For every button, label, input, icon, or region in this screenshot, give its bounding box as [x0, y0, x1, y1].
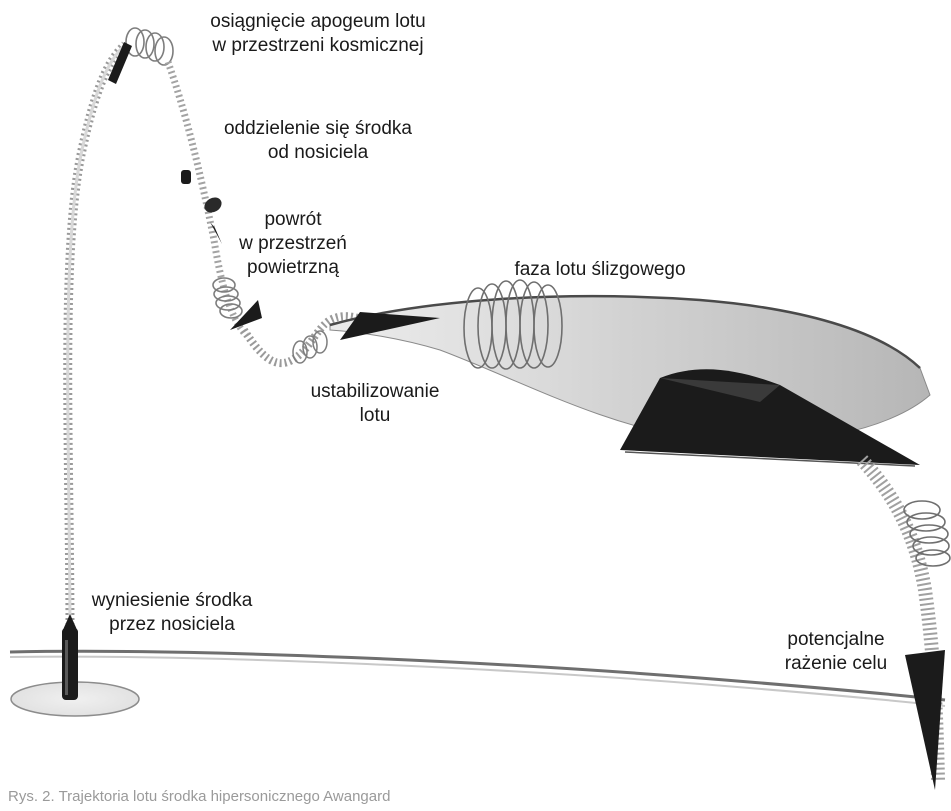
descent-trail: [168, 62, 246, 335]
label-reentry-line-2: w przestrzeń: [228, 232, 358, 256]
label-stabilization-line-1: ustabilizowanie: [300, 380, 450, 404]
label-stabilization-line-2: lotu: [300, 404, 450, 428]
ascent-trail: [68, 45, 125, 640]
label-glide: faza lotu ślizgowego: [490, 258, 710, 282]
separation-fragments-icon: [181, 170, 224, 244]
label-apogee: osiągnięcie apogeum lotu w przestrzeni k…: [168, 10, 468, 58]
label-apogee-line-2: w przestrzeni kosmicznej: [168, 34, 468, 58]
label-glide-line-1: faza lotu ślizgowego: [490, 258, 710, 282]
label-separation-line-1: oddzielenie się środka: [198, 117, 438, 141]
apogee-rings: [126, 28, 173, 65]
ascent-trail-core: [68, 45, 125, 640]
stabilization-rings: [293, 331, 327, 363]
label-launch-line-2: przez nosiciela: [62, 613, 282, 637]
label-impact-line-2: rażenie celu: [766, 652, 906, 676]
label-separation: oddzielenie się środka od nosiciela: [198, 117, 438, 165]
label-impact-line-1: potencjalne: [766, 628, 906, 652]
label-stabilization: ustabilizowanie lotu: [300, 380, 450, 428]
figure-caption: Rys. 2. Trajektoria lotu środka hiperson…: [8, 788, 390, 805]
label-launch: wyniesienie środka przez nosiciela: [62, 589, 282, 637]
reentry-rings: [213, 278, 242, 318]
label-reentry: powrót w przestrzeń powietrzną: [228, 208, 358, 280]
label-separation-line-2: od nosiciela: [198, 141, 438, 165]
label-launch-line-1: wyniesienie środka: [62, 589, 282, 613]
label-reentry-line-3: powietrzną: [228, 256, 358, 280]
label-reentry-line-1: powrót: [228, 208, 358, 232]
label-apogee-line-1: osiągnięcie apogeum lotu: [168, 10, 468, 34]
label-impact: potencjalne rażenie celu: [766, 628, 906, 676]
